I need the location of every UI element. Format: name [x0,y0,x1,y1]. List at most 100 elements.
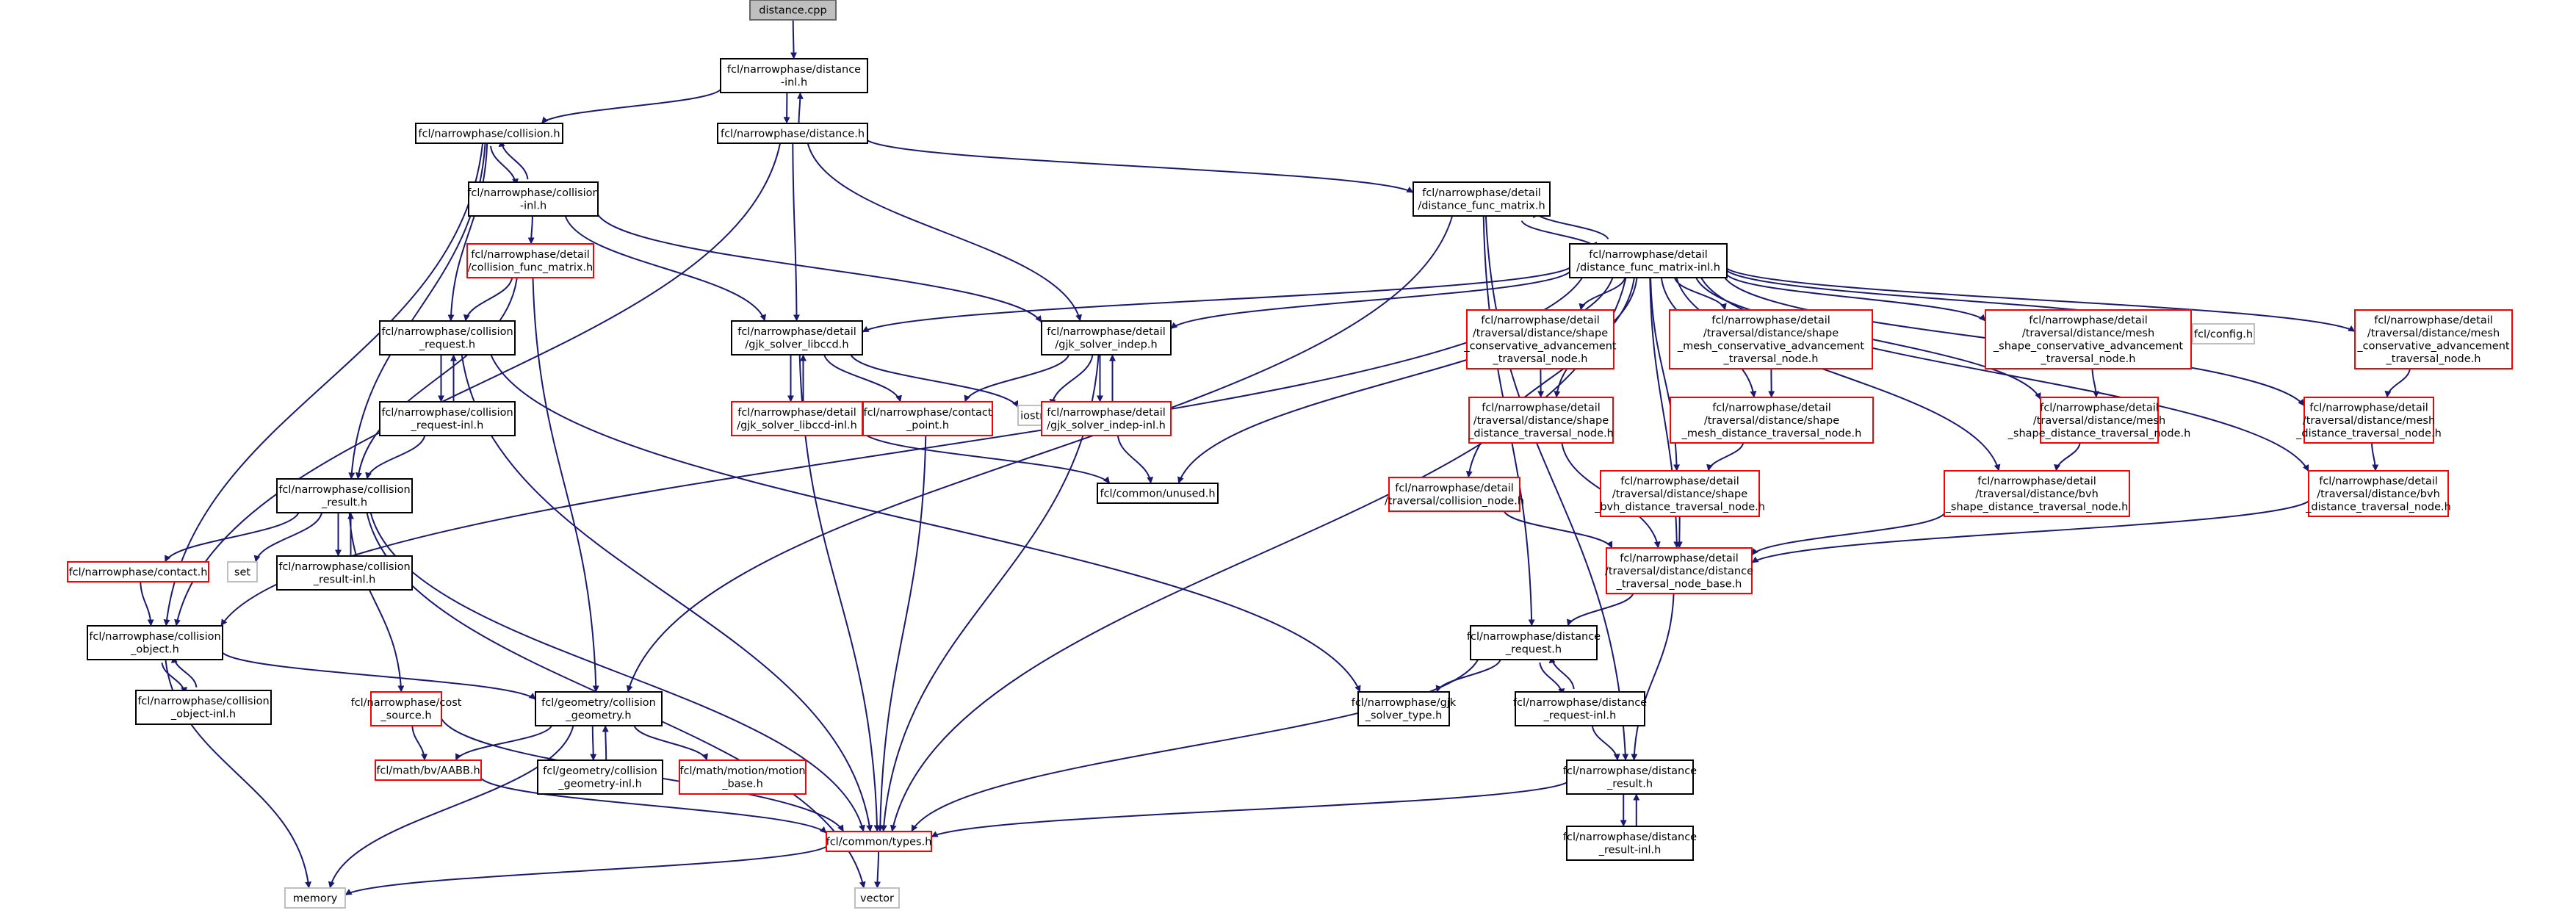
node-cobj[interactable]: fcl/narrowphase/collision_object.h [87,625,223,660]
node-cfm[interactable]: fcl/narrowphase/detail/collision_func_ma… [466,243,594,278]
node-box[interactable] [826,831,932,852]
node-box[interactable] [468,181,599,217]
node-box[interactable] [1600,470,1760,517]
node-box[interactable] [749,0,837,21]
node-mdtn[interactable]: fcl/narrowphase/detail/traversal/distanc… [2295,397,2442,444]
node-box[interactable] [276,478,413,513]
node-label-line: _conservative_advancement [1463,341,1617,353]
node-cgeoinl[interactable]: fcl/geometry/collision_geometry-inl.h [537,759,663,795]
node-box[interactable] [2354,309,2513,369]
node-colh[interactable]: fcl/narrowphase/collision.h [415,123,563,144]
node-box[interactable] [1466,309,1614,369]
node-dtnb[interactable]: fcl/narrowphase/detail/traversal/distanc… [1605,547,1753,594]
node-motion[interactable]: fcl/math/motion/motion_base.h [679,759,807,795]
node-aabb[interactable]: fcl/math/bv/AABB.h [375,759,482,781]
node-creq[interactable]: fcl/narrowphase/collision_request.h [379,320,516,356]
node-dfminl[interactable]: fcl/narrowphase/detail/distance_func_mat… [1569,243,1728,278]
node-box[interactable] [370,691,442,726]
node-box[interactable] [135,690,272,725]
node-colinl[interactable]: fcl/narrowphase/collision-inl.h [467,181,599,217]
node-cres[interactable]: fcl/narrowphase/collision_result.h [276,478,413,513]
node-box[interactable] [854,887,900,909]
node-gjkl[interactable]: fcl/narrowphase/detail/gjk_solver_libccd… [731,320,863,356]
node-box[interactable] [87,625,223,660]
node-box[interactable] [1944,470,2130,517]
node-box[interactable] [731,401,863,436]
node-box[interactable] [1606,547,1753,594]
node-box[interactable] [1468,397,1614,444]
node-creqinl[interactable]: fcl/narrowphase/collision_request-inl.h [379,401,516,436]
node-sdtn[interactable]: fcl/narrowphase/detail/traversal/distanc… [1468,397,1614,444]
node-gjkst[interactable]: fcl/narrowphase/gjk_solver_type.h [1352,691,1457,726]
node-box[interactable] [1566,826,1694,861]
node-dres[interactable]: fcl/narrowphase/distance_result.h [1563,759,1697,795]
node-contact[interactable]: fcl/narrowphase/contact.h [67,561,209,582]
node-box[interactable] [535,691,663,726]
node-sbdtn[interactable]: fcl/narrowphase/detail/traversal/distanc… [1594,470,1765,517]
node-box[interactable] [1097,483,1219,504]
node-box[interactable] [227,561,258,582]
node-mcatn[interactable]: fcl/narrowphase/detail/traversal/distanc… [2354,309,2513,369]
node-scatn[interactable]: fcl/narrowphase/detail/traversal/distanc… [1463,309,1617,369]
node-box[interactable] [1670,397,1874,444]
node-dreqinl[interactable]: fcl/narrowphase/distance_request-inl.h [1513,691,1647,726]
node-box[interactable] [1041,401,1172,436]
node-box[interactable] [717,123,868,144]
node-bdtn[interactable]: fcl/narrowphase/detail/traversal/distanc… [2305,470,2451,517]
node-label-line: fcl/narrowphase/collision.h [418,128,560,140]
node-gjkiinl[interactable]: fcl/narrowphase/detail/gjk_solver_indep-… [1041,401,1172,436]
node-memory[interactable]: memory [284,887,346,909]
node-box[interactable] [1041,320,1172,356]
node-box[interactable] [276,555,413,591]
node-box[interactable] [67,561,209,582]
node-box[interactable] [537,759,663,795]
node-box[interactable] [284,887,346,909]
node-box[interactable] [1470,625,1598,660]
node-box[interactable] [1357,691,1450,726]
node-box[interactable] [379,320,516,356]
node-unused[interactable]: fcl/common/unused.h [1097,483,1219,504]
node-dinl[interactable]: fcl/narrowphase/distance-inl.h [720,58,868,93]
node-cobjinl[interactable]: fcl/narrowphase/collision_object-inl.h [135,690,272,725]
node-cost[interactable]: fcl/narrowphase/cost_source.h [351,691,462,726]
node-box[interactable] [375,759,482,781]
node-dcpp[interactable]: distance.cpp [749,0,837,21]
node-gjki[interactable]: fcl/narrowphase/detail/gjk_solver_indep.… [1041,320,1172,356]
node-cpoint[interactable]: fcl/narrowphase/contact_point.h [862,401,993,436]
node-config[interactable]: fcl/config.h [2192,323,2255,344]
node-smcatn[interactable]: fcl/narrowphase/detail/traversal/distanc… [1669,309,1873,369]
node-box[interactable] [1515,691,1645,726]
node-dfm[interactable]: fcl/narrowphase/detail/distance_func_mat… [1413,181,1551,217]
node-box[interactable] [1388,477,1520,512]
node-box[interactable] [2308,470,2449,517]
node-box[interactable] [2303,397,2434,444]
node-mscatn[interactable]: fcl/narrowphase/detail/traversal/distanc… [1985,309,2192,369]
node-box[interactable] [1985,309,2192,369]
node-types[interactable]: fcl/common/types.h [826,831,932,852]
node-box[interactable] [2192,323,2255,344]
node-dresinl[interactable]: fcl/narrowphase/distance_result-inl.h [1563,826,1697,861]
node-dh[interactable]: fcl/narrowphase/distance.h [717,123,868,144]
node-cresinl[interactable]: fcl/narrowphase/collision_result-inl.h [276,555,413,591]
node-box[interactable] [720,58,868,93]
node-box[interactable] [731,320,863,356]
node-msdtn[interactable]: fcl/narrowphase/detail/traversal/distanc… [2007,397,2191,444]
node-box[interactable] [1569,243,1728,278]
node-set[interactable]: set [227,561,258,582]
node-vector[interactable]: vector [854,887,900,909]
node-box[interactable] [415,123,563,144]
node-box[interactable] [1413,181,1551,217]
node-smdtn[interactable]: fcl/narrowphase/detail/traversal/distanc… [1670,397,1874,444]
node-bsdtn[interactable]: fcl/narrowphase/detail/traversal/distanc… [1944,470,2130,517]
node-box[interactable] [1566,759,1694,795]
node-box[interactable] [679,759,807,795]
node-box[interactable] [1669,309,1873,369]
node-cgeo[interactable]: fcl/geometry/collision_geometry.h [535,691,663,726]
node-box[interactable] [862,401,993,436]
node-box[interactable] [379,401,516,436]
node-dreq[interactable]: fcl/narrowphase/distance_request.h [1467,625,1601,660]
node-box[interactable] [466,243,594,278]
node-gjklinl[interactable]: fcl/narrowphase/detail/gjk_solver_libccd… [731,401,863,436]
node-box[interactable] [2040,397,2159,444]
node-coltn[interactable]: fcl/narrowphase/detail/traversal/collisi… [1385,477,1524,512]
